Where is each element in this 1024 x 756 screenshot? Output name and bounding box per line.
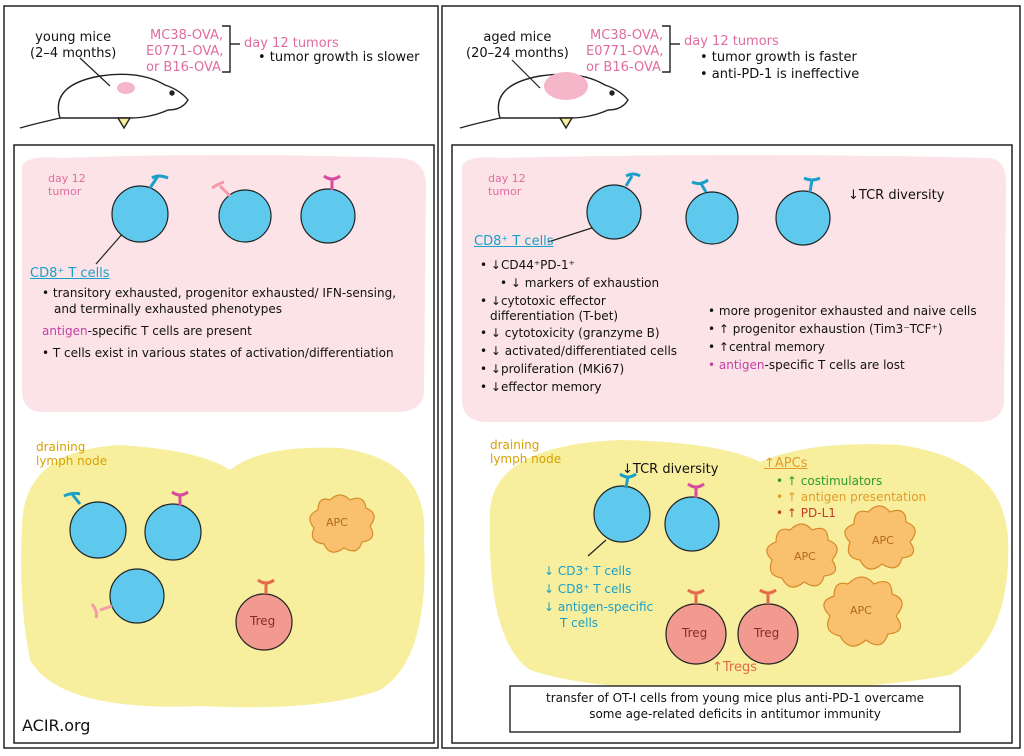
right-ln-tcr: ↓TCR diversity bbox=[622, 462, 719, 477]
right-tumor-line-1: MC38-OVA, bbox=[590, 28, 663, 43]
right-apc-label-2: APC bbox=[872, 534, 894, 547]
right-apc-item-1: • ↑ costimulators bbox=[776, 474, 883, 488]
right-apc-item-3: • ↑ PD-L1 bbox=[776, 506, 836, 520]
left-bullet-1b: and terminally exhausted phenotypes bbox=[54, 302, 282, 316]
right-b-1: • more progenitor exhausted and naive ce… bbox=[708, 304, 977, 318]
right-a-6: • ↓proliferation (MKi67) bbox=[480, 362, 625, 376]
right-tumor-line-2: E0771-OVA, bbox=[586, 44, 664, 59]
right-a-3b: differentiation (T-bet) bbox=[490, 309, 619, 323]
right-tumor-line-3: or B16-OVA bbox=[586, 60, 661, 75]
left-tumor-box-label: day 12 tumor bbox=[48, 172, 86, 199]
right-a-4: • ↓ cytotoxicity (granzyme B) bbox=[480, 326, 660, 340]
left-growth: • tumor growth is slower bbox=[258, 50, 420, 65]
right-a-1: • ↓CD44⁺PD-1⁺ bbox=[480, 258, 575, 272]
left-bullet-1: • transitory exhausted, progenitor exhau… bbox=[42, 286, 397, 300]
right-treg-label-2: Treg bbox=[754, 626, 780, 640]
right-b-3: • ↑central memory bbox=[708, 340, 825, 354]
left-lymph-node bbox=[21, 445, 425, 708]
right-apc-label-1: APC bbox=[794, 550, 816, 563]
right-apc-label-3: APC bbox=[850, 604, 872, 617]
right-cd8-label: CD8⁺ T cells bbox=[474, 234, 554, 249]
site-label: ACIR.org bbox=[22, 716, 91, 735]
right-day12: day 12 tumors bbox=[684, 34, 779, 49]
right-panel-frame bbox=[441, 5, 1021, 749]
left-mice-label: young mice (2–4 months) bbox=[30, 30, 117, 61]
right-tumor-tcells bbox=[586, 172, 831, 246]
left-bullet-2: antigen-specific T cells are present bbox=[42, 324, 252, 338]
left-ln-cells bbox=[63, 490, 375, 651]
right-a-3: • ↓cytotoxic effector bbox=[480, 294, 606, 308]
left-treg-label: Treg bbox=[250, 614, 276, 628]
right-b-2: • ↑ progenitor exhaustion (Tim3⁻TCF⁺) bbox=[708, 322, 943, 336]
right-cd-item-4: T cells bbox=[560, 616, 599, 630]
right-a-2: • ↓ markers of exhaustion bbox=[500, 276, 660, 290]
right-growth-1: • tumor growth is faster bbox=[700, 50, 857, 65]
conclusion-text: transfer of OT-I cells from young mice p… bbox=[545, 691, 925, 722]
left-tumor-line-3: or B16-OVA bbox=[146, 60, 221, 75]
left-bullet-3: • T cells exist in various states of act… bbox=[42, 346, 394, 360]
right-tumor-box-label: day 12 tumor bbox=[488, 172, 526, 199]
left-mouse-icon bbox=[19, 73, 189, 130]
left-panel-frame bbox=[3, 5, 439, 749]
left-ln-label: draining lymph node bbox=[36, 440, 108, 469]
right-cd-item-2: ↓ CD8⁺ T cells bbox=[544, 582, 632, 596]
right-a-7: • ↓effector memory bbox=[480, 380, 602, 394]
left-tumor-line-1: MC38-OVA, bbox=[150, 28, 223, 43]
right-cd-item-1: ↓ CD3⁺ T cells bbox=[544, 564, 632, 578]
right-bracket bbox=[662, 25, 671, 73]
left-day12: day 12 tumors bbox=[244, 36, 339, 51]
left-tumor-tcells bbox=[111, 174, 356, 244]
right-treg-label-1: Treg bbox=[682, 626, 708, 640]
right-inner-frame bbox=[451, 144, 1013, 744]
right-b-4: • antigen-specific T cells are lost bbox=[708, 358, 905, 372]
conclusion-box bbox=[509, 685, 961, 733]
right-ln-cells bbox=[593, 472, 916, 665]
right-tcr: ↓TCR diversity bbox=[848, 188, 945, 203]
right-mouse-icon bbox=[459, 72, 629, 130]
right-mice-label: aged mice (20–24 months) bbox=[466, 30, 569, 61]
left-inner-frame bbox=[13, 144, 435, 744]
right-ln-label: draining lymph node bbox=[490, 438, 562, 467]
right-apcs-head: ↑APCs bbox=[764, 456, 808, 471]
left-apc-label: APC bbox=[326, 516, 348, 529]
left-bracket bbox=[222, 25, 231, 73]
right-growth-2: • anti-PD-1 is ineffective bbox=[700, 67, 860, 82]
right-cd-item-3: ↓ antigen-specific bbox=[544, 600, 654, 614]
right-apc-item-2: • ↑ antigen presentation bbox=[776, 490, 927, 504]
right-tregs: ↑Tregs bbox=[712, 660, 758, 675]
left-tumor-line-2: E0771-OVA, bbox=[146, 44, 224, 59]
right-a-5: • ↓ activated/differentiated cells bbox=[480, 344, 678, 358]
left-cd8-label: CD8⁺ T cells bbox=[30, 266, 110, 281]
